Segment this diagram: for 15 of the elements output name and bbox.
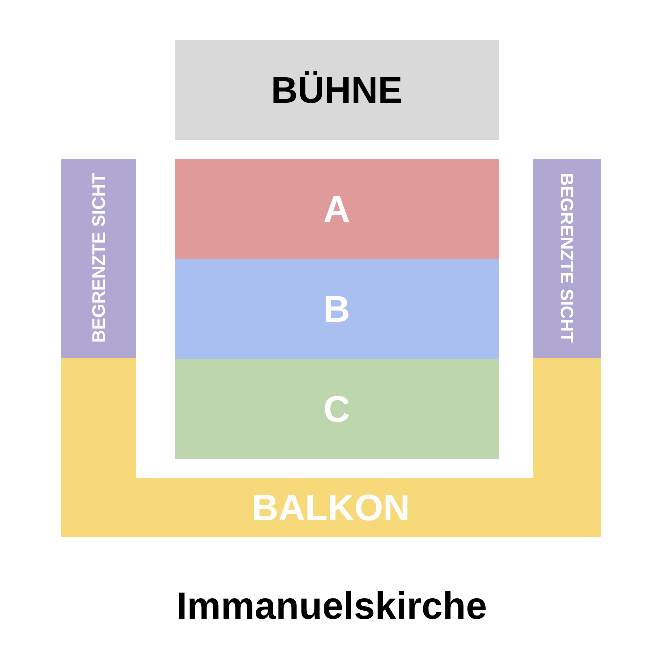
seating-block xyxy=(175,359,499,459)
seating-block xyxy=(175,259,499,359)
section-label: BEGRENZTE SICHT xyxy=(90,173,108,344)
seating-block xyxy=(175,159,499,259)
balcony-section xyxy=(61,358,601,537)
section-label: BÜHNE xyxy=(271,72,403,108)
section-label: BEGRENZTE SICHT xyxy=(558,173,576,344)
limited-view-section xyxy=(533,159,601,358)
section-label: BALKON xyxy=(252,489,410,526)
stage-area xyxy=(175,40,499,140)
section-label: A xyxy=(324,190,350,228)
plan-title: Immanuelskirche xyxy=(176,586,488,628)
section-label: B xyxy=(324,290,350,328)
section-label: C xyxy=(324,390,350,428)
limited-view-section xyxy=(61,159,136,358)
